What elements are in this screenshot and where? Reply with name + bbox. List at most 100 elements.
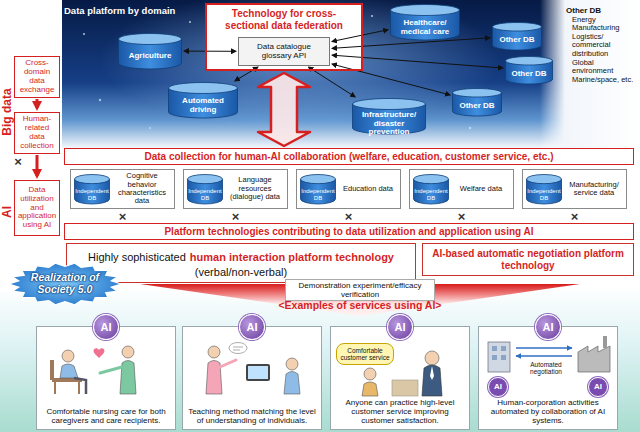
node-text: Comfortable nursing care for both caregi… bbox=[41, 408, 171, 426]
independent-db: Independent DB bbox=[187, 174, 223, 204]
independent-db-text: Independent DB bbox=[301, 188, 335, 201]
node-text: AI bbox=[247, 322, 258, 333]
ai-badge: AI bbox=[387, 314, 413, 340]
platform-heading: Data platform by domain bbox=[64, 5, 214, 16]
night-sky-band bbox=[100, 0, 500, 130]
node-text: Infrastructure/ disaster prevention bbox=[354, 111, 424, 136]
teaching-illustration bbox=[233, 350, 240, 351]
speech-bubble: Comfortable customer service bbox=[336, 343, 394, 365]
cylinder-shape bbox=[453, 89, 502, 98]
night-sky-band bbox=[149, 127, 151, 129]
customer-service-illustration bbox=[430, 366, 434, 380]
ai-badge-small: AI bbox=[588, 377, 608, 397]
node-text: Independent DB bbox=[527, 188, 561, 201]
platform-box-text: Highly sophisticatedhuman interaction pl… bbox=[88, 246, 394, 280]
data-box-text: Welfare data bbox=[460, 185, 502, 193]
cross-mark: × bbox=[455, 210, 469, 223]
node-text: Language resources (dialogue) data bbox=[226, 176, 284, 201]
connector bbox=[333, 55, 503, 68]
federation-box: Technology for cross-sectional data fede… bbox=[205, 3, 363, 71]
card-fill bbox=[330, 326, 470, 430]
node-text: Education data bbox=[343, 185, 393, 193]
step-box-text: Data utilization and application using A… bbox=[16, 186, 58, 230]
node-text: Automated driving bbox=[170, 97, 236, 114]
night-sky-band bbox=[99, 99, 101, 101]
night-sky-band bbox=[371, 15, 373, 17]
node-text: Healthcare/ medical care bbox=[392, 19, 458, 36]
cylinder-shape bbox=[188, 175, 223, 184]
ai-badge: AI bbox=[239, 314, 265, 340]
nursing-care-illustration bbox=[100, 367, 122, 373]
ai-badge-small: AI bbox=[488, 377, 508, 397]
federation-box-text: Technology for cross-sectional data fede… bbox=[211, 8, 357, 31]
teaching-illustration bbox=[248, 366, 268, 379]
data-box-text: Language resources (dialogue) data bbox=[226, 176, 284, 201]
ai-badge-text: AI bbox=[101, 322, 112, 333]
database-cylinder-text: Agriculture bbox=[129, 52, 172, 60]
section-band: Data collection for human-AI collaborati… bbox=[64, 148, 634, 165]
independent-db: Independent DB bbox=[413, 174, 449, 204]
db-list: Other DBEnergyManufacturingLogistics/ co… bbox=[566, 6, 636, 85]
negotiation-illustration bbox=[501, 355, 506, 360]
federation-box-fill bbox=[205, 3, 363, 71]
cylinder-shape bbox=[414, 175, 449, 184]
nursing-care-illustration bbox=[50, 360, 54, 380]
step-box-text: Cross-domain data exchange bbox=[16, 59, 58, 94]
nursing-care-illustration bbox=[62, 350, 74, 362]
service-card-text: Anyone can practice high-level customer … bbox=[335, 399, 465, 426]
negotiation-illustration bbox=[488, 342, 510, 372]
night-sky-band bbox=[540, 0, 640, 150]
data-box: Manufacturing/ service dataIndependent D… bbox=[522, 169, 627, 209]
db-list-item: Manufacturing bbox=[566, 24, 636, 33]
api-box: Data catalogue glossary API bbox=[238, 37, 330, 66]
service-card: Teaching method matching the level of un… bbox=[182, 326, 322, 430]
teaching-illustration bbox=[233, 347, 243, 348]
db-list-item: Energy bbox=[566, 16, 636, 25]
independent-db-text: Independent DB bbox=[414, 188, 448, 201]
negotiation-illustration bbox=[578, 346, 610, 372]
database-cylinder: Infrastructure/ disaster prevention bbox=[352, 98, 426, 139]
database-cylinder-text: Other DB bbox=[499, 36, 534, 44]
independent-db: Independent DB bbox=[526, 174, 562, 204]
data-box-text: Education data bbox=[343, 185, 393, 193]
node-text: Agriculture bbox=[129, 52, 172, 60]
teaching-illustration bbox=[206, 361, 222, 395]
node-text: Human-corporation activities automated b… bbox=[483, 399, 613, 426]
side-heading: Big data bbox=[0, 88, 14, 135]
cross-mark: × bbox=[116, 210, 130, 223]
nursing-care-illustration bbox=[78, 382, 80, 394]
section-band: Platform technologies contributing to da… bbox=[64, 223, 634, 240]
node-text: Welfare data bbox=[460, 185, 502, 193]
ai-badge-small-text: AI bbox=[594, 383, 602, 391]
badge-starburst: Realization of Society 5.0 bbox=[8, 262, 122, 306]
teaching-illustration bbox=[220, 360, 236, 367]
teaching-illustration bbox=[246, 364, 270, 381]
nursing-care-illustration bbox=[60, 364, 78, 378]
independent-db: Independent DB bbox=[300, 174, 336, 204]
service-card: Human-corporation activities automated b… bbox=[478, 326, 618, 430]
node-text: Data utilization and application using A… bbox=[16, 186, 58, 230]
service-card-text: Teaching method matching the level of un… bbox=[187, 408, 317, 426]
data-box: Cognitive behavior characteristics dataI… bbox=[70, 169, 175, 209]
starburst-shape bbox=[9, 263, 121, 304]
node-text: AI bbox=[543, 322, 554, 333]
service-card-text: Human-corporation activities automated b… bbox=[483, 399, 613, 426]
independent-db-text: Independent DB bbox=[75, 188, 109, 201]
database-cylinder-text: Other DB bbox=[459, 102, 494, 110]
platform-box: AI-based automatic negotiation platform … bbox=[422, 243, 634, 276]
customer-service-illustration bbox=[362, 382, 378, 396]
ai-badge: AI bbox=[93, 314, 119, 340]
db-list-item: Logistics/ commercial distribution bbox=[566, 33, 636, 59]
cylinder-shape bbox=[506, 57, 553, 66]
connector bbox=[36, 99, 39, 108]
negotiation-illustration bbox=[603, 336, 607, 348]
database-cylinder: Agriculture bbox=[118, 33, 182, 69]
nursing-care-illustration bbox=[50, 346, 136, 394]
platform-box: Highly sophisticatedhuman interaction pl… bbox=[66, 243, 416, 283]
cylinder-shape bbox=[75, 175, 110, 184]
negotiation-illustration bbox=[516, 347, 572, 349]
node-text: Independent DB bbox=[188, 188, 222, 201]
teaching-illustration bbox=[286, 358, 298, 370]
night-sky-band bbox=[62, 0, 640, 150]
